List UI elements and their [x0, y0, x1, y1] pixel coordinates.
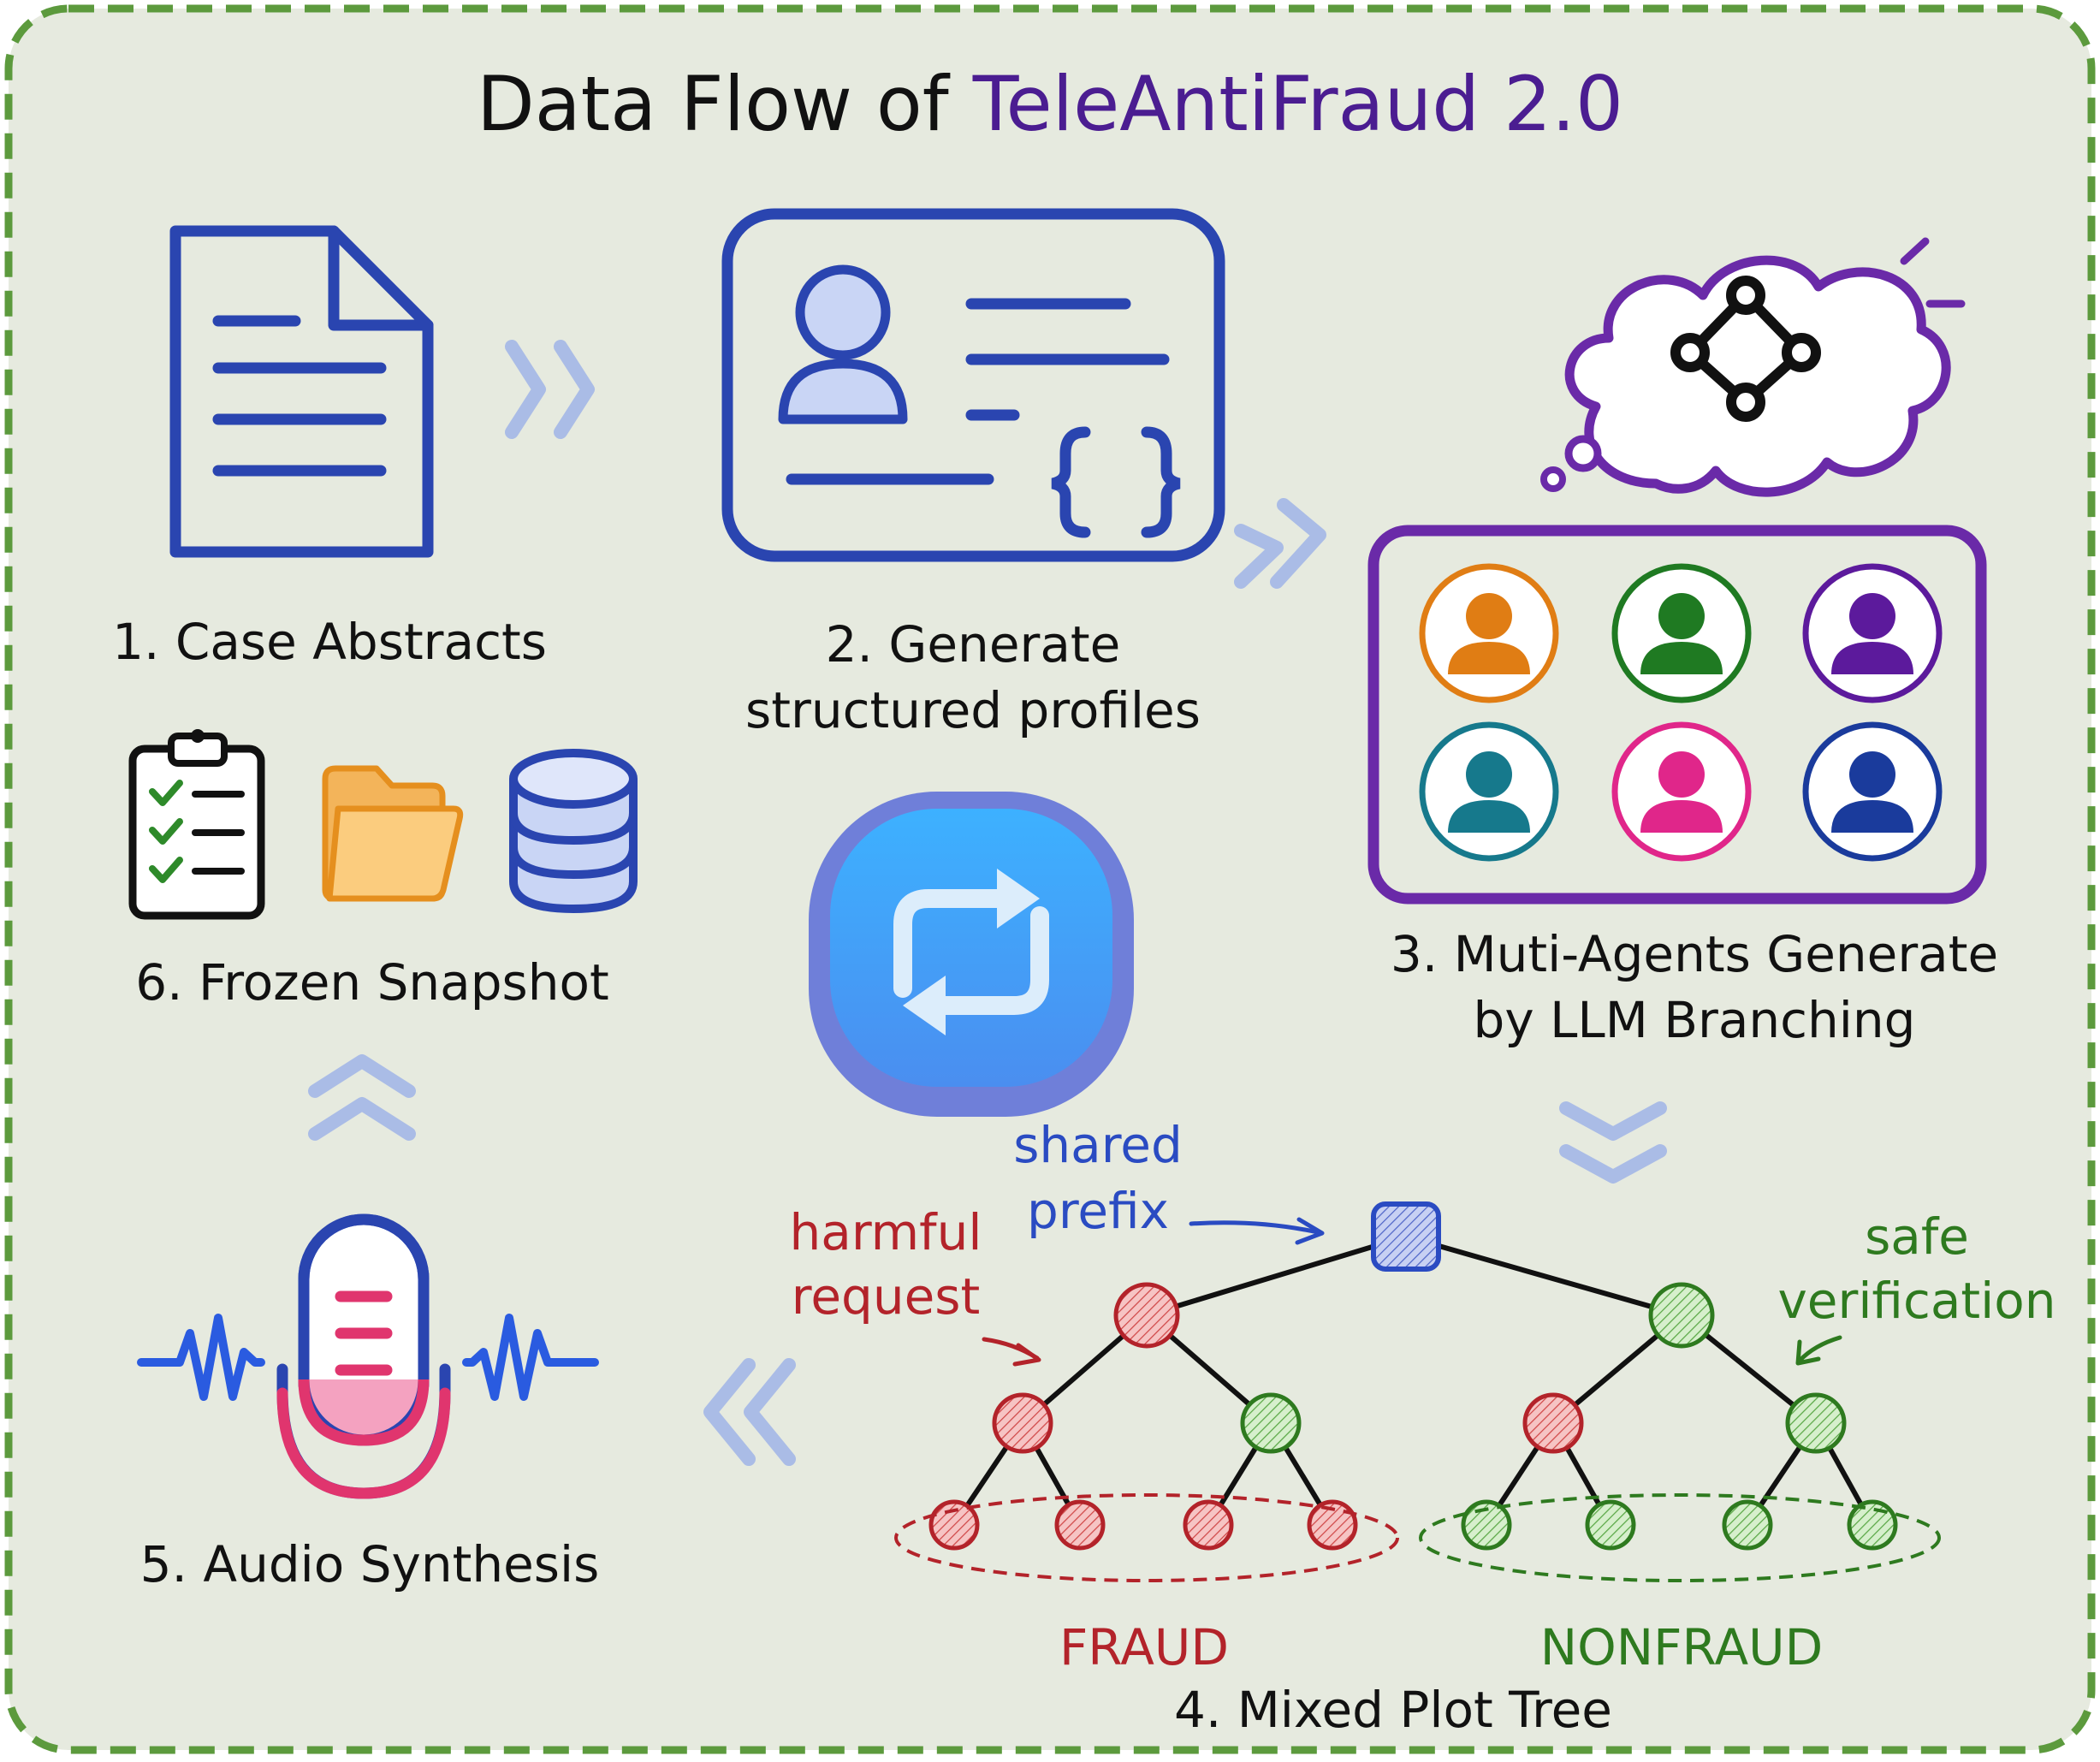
flow-arrow-diagonal-icon	[1234, 498, 1326, 589]
tree-node-fraud	[1113, 1282, 1180, 1349]
nonfraud-label: NONFRAUD	[1540, 1618, 1824, 1676]
tree-edge	[1146, 1234, 1407, 1318]
harmful-request-label-line2: request	[792, 1267, 980, 1326]
title-prefix: Data Flow of	[477, 60, 973, 148]
harmful-request-arrowhead	[1012, 1343, 1041, 1367]
fraud-label: FRAUD	[1059, 1618, 1229, 1676]
flow-arrow-right-icon	[505, 340, 595, 439]
agent-avatar-icon	[1611, 721, 1752, 862]
step-label-plot-tree: 4. Mixed Plot Tree	[1174, 1681, 1612, 1739]
database-icon	[509, 749, 638, 913]
refresh-cycle-icon	[809, 792, 1134, 1117]
flow-arrow-up-icon	[308, 1054, 416, 1141]
tree-root-node	[1371, 1201, 1441, 1272]
agent-avatar-icon	[1419, 563, 1559, 703]
tree-node-fraud	[1054, 1499, 1106, 1551]
step-label-agents-line2: by LLM Branching	[1474, 991, 1916, 1049]
tree-node-fraud	[1522, 1392, 1584, 1454]
tree-node-fraud	[1307, 1499, 1358, 1551]
thought-cloud-icon	[1540, 237, 1966, 497]
graph-network-icon	[1670, 276, 1821, 422]
tree-node-safe	[1461, 1499, 1512, 1551]
document-icon	[169, 225, 434, 558]
step-label-case-abstracts: 1. Case Abstracts	[112, 613, 547, 671]
tree-node-safe	[1648, 1282, 1715, 1349]
step-label-audio: 5. Audio Synthesis	[140, 1535, 600, 1593]
agents-grid	[1419, 563, 1943, 862]
shared-prefix-label-line1: shared	[1013, 1116, 1183, 1174]
fraud-leaves-ellipse	[894, 1493, 1399, 1582]
agent-avatar-icon	[1611, 563, 1752, 703]
step-label-profiles-line2: structured profiles	[745, 681, 1201, 739]
flow-arrow-left-icon	[703, 1358, 796, 1466]
tree-node-safe	[1847, 1499, 1898, 1551]
flow-arrow-down-icon	[1559, 1101, 1667, 1184]
title-highlight: TeleAntiFraud 2.0	[972, 60, 1623, 148]
clipboard-checklist-icon	[128, 729, 265, 920]
tree-node-safe	[1722, 1499, 1773, 1551]
tree-node-safe	[1785, 1392, 1847, 1454]
agent-avatar-icon	[1802, 563, 1943, 703]
agent-avatar-icon	[1802, 721, 1943, 862]
nonfraud-leaves-ellipse	[1419, 1493, 1941, 1582]
tree-node-fraud	[928, 1499, 980, 1551]
step-label-agents-line1: 3. Muti-Agents Generate	[1391, 925, 1998, 983]
profile-card-icon	[721, 208, 1225, 562]
sound-wave-left-icon	[137, 1314, 265, 1401]
microphone-icon	[276, 1213, 451, 1499]
agent-avatar-icon	[1419, 721, 1559, 862]
safe-verification-arrowhead	[1795, 1339, 1821, 1366]
agents-panel	[1367, 525, 1987, 905]
tree-node-safe	[1240, 1392, 1302, 1454]
tree-node-fraud	[1183, 1499, 1234, 1551]
safe-verification-label-line2: verification	[1777, 1272, 2056, 1330]
folder-icon	[322, 765, 464, 902]
harmful-request-label-line1: harmful	[790, 1203, 982, 1261]
safe-verification-label-line1: safe	[1865, 1207, 1969, 1266]
shared-prefix-pointer-arrow	[1189, 1220, 1320, 1235]
step-label-profiles-line1: 2. Generate	[826, 615, 1121, 673]
safe-verification-pointer-arrow	[1797, 1335, 1842, 1363]
shared-prefix-label-line2: prefix	[1027, 1182, 1169, 1240]
tree-edge	[1405, 1234, 1682, 1318]
tree-node-fraud	[992, 1392, 1053, 1454]
page-title: Data Flow of TeleAntiFraud 2.0	[477, 60, 1623, 148]
sound-wave-right-icon	[462, 1314, 599, 1401]
shared-prefix-arrowhead	[1295, 1217, 1325, 1245]
tree-node-safe	[1585, 1499, 1636, 1551]
step-label-snapshot: 6. Frozen Snapshot	[135, 953, 608, 1012]
